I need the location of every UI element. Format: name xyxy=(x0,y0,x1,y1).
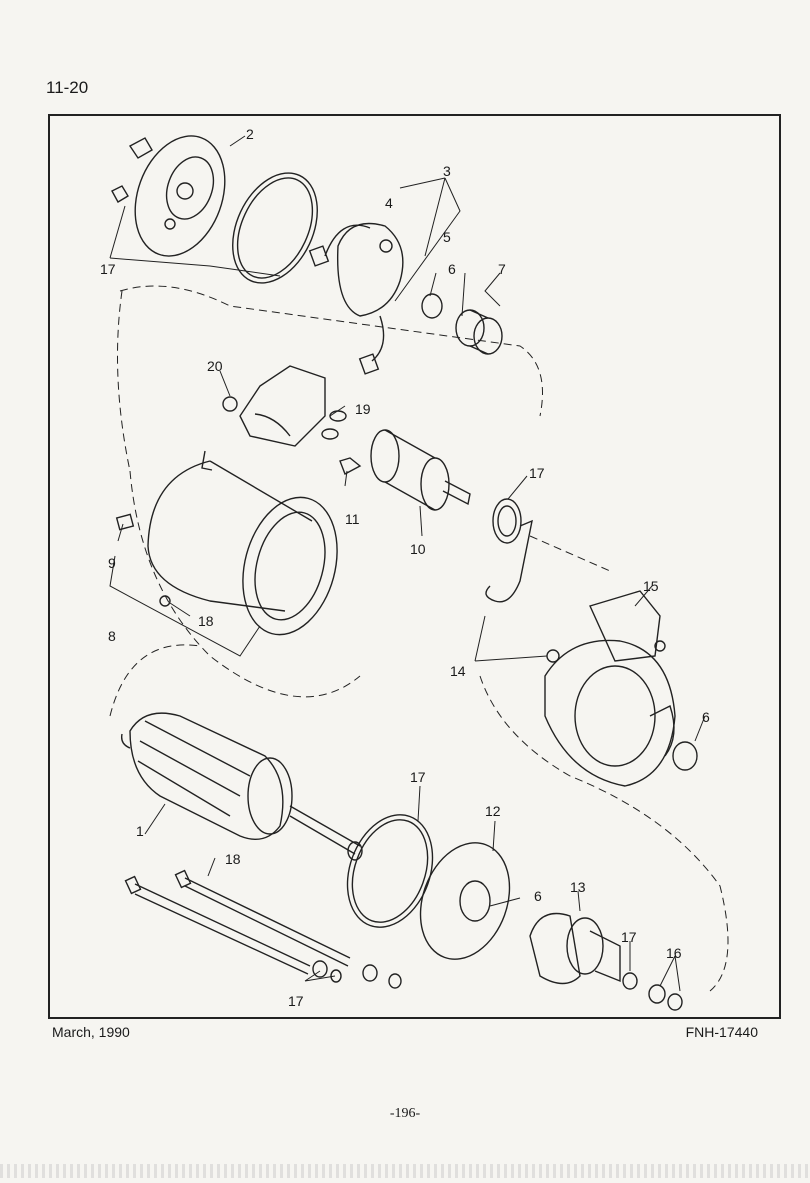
pinion-clutch xyxy=(529,912,621,985)
washer-b xyxy=(648,984,666,1004)
through-bolts xyxy=(124,869,351,975)
callout-label: 18 xyxy=(198,613,214,629)
bearing-top xyxy=(421,293,443,319)
callout-labels: 2 3 4 5 6 7 17 20 19 11 10 17 9 8 18 15 … xyxy=(100,126,710,1009)
callout-label: 17 xyxy=(410,769,426,785)
callout-label: 20 xyxy=(207,358,223,374)
solenoid-cover xyxy=(239,365,326,447)
callout-label: 17 xyxy=(621,929,637,945)
exploded-view-diagram: 2 3 4 5 6 7 17 20 19 11 10 17 9 8 18 15 … xyxy=(100,126,729,1011)
leader-lines xyxy=(109,135,706,992)
gasket-17 xyxy=(492,498,522,544)
page-code: 11-20 xyxy=(46,78,89,97)
callout-label: 1 xyxy=(136,823,144,839)
callout-label: 2 xyxy=(246,126,254,142)
armature xyxy=(120,712,363,861)
callout-label: 8 xyxy=(108,628,116,644)
document-number: FNH-17440 xyxy=(685,1024,758,1040)
callout-label: 11 xyxy=(345,511,360,527)
callout-label: 14 xyxy=(450,663,466,679)
callout-label: 19 xyxy=(355,401,371,417)
solenoid-switch xyxy=(339,429,471,511)
callout-label: 10 xyxy=(410,541,426,557)
drive-housing xyxy=(544,590,676,787)
callout-label: 15 xyxy=(643,578,659,594)
yoke-housing xyxy=(115,450,338,636)
callout-label: 12 xyxy=(485,803,501,819)
callout-label: 18 xyxy=(225,851,241,867)
nut-20 xyxy=(222,396,238,412)
scan-artifact-strip xyxy=(0,1164,810,1178)
callout-label: 5 xyxy=(443,229,451,245)
o-ring-top xyxy=(232,172,318,284)
end-cover xyxy=(111,135,226,257)
bearing-right xyxy=(672,741,698,771)
callout-label: 13 xyxy=(570,879,586,895)
center-plate xyxy=(419,842,511,960)
page-index: -196- xyxy=(389,1106,421,1121)
washer-c xyxy=(667,993,683,1011)
callout-label: 6 xyxy=(448,261,456,277)
callout-label: 17 xyxy=(288,993,304,1009)
callout-label: 3 xyxy=(443,163,451,179)
washer-a xyxy=(622,972,638,990)
callout-label: 16 xyxy=(666,945,682,961)
o-ring-lower xyxy=(346,814,434,928)
callout-label: 4 xyxy=(385,195,393,211)
brake-sleeve xyxy=(455,309,503,355)
callout-label: 9 xyxy=(108,555,116,571)
shift-lever xyxy=(485,519,533,603)
callout-label: 17 xyxy=(100,261,116,277)
bolt-washers xyxy=(312,960,402,989)
callout-label: 7 xyxy=(498,261,506,277)
revision-date: March, 1990 xyxy=(52,1024,130,1040)
callout-label: 6 xyxy=(702,709,710,725)
callout-label: 6 xyxy=(534,888,542,904)
callout-label: 17 xyxy=(529,465,545,481)
diagram-frame: 2 3 4 5 6 7 17 20 19 11 10 17 9 8 18 15 … xyxy=(48,114,781,1019)
brush-holder xyxy=(308,222,404,375)
assembly-guide-lines xyxy=(109,285,729,992)
